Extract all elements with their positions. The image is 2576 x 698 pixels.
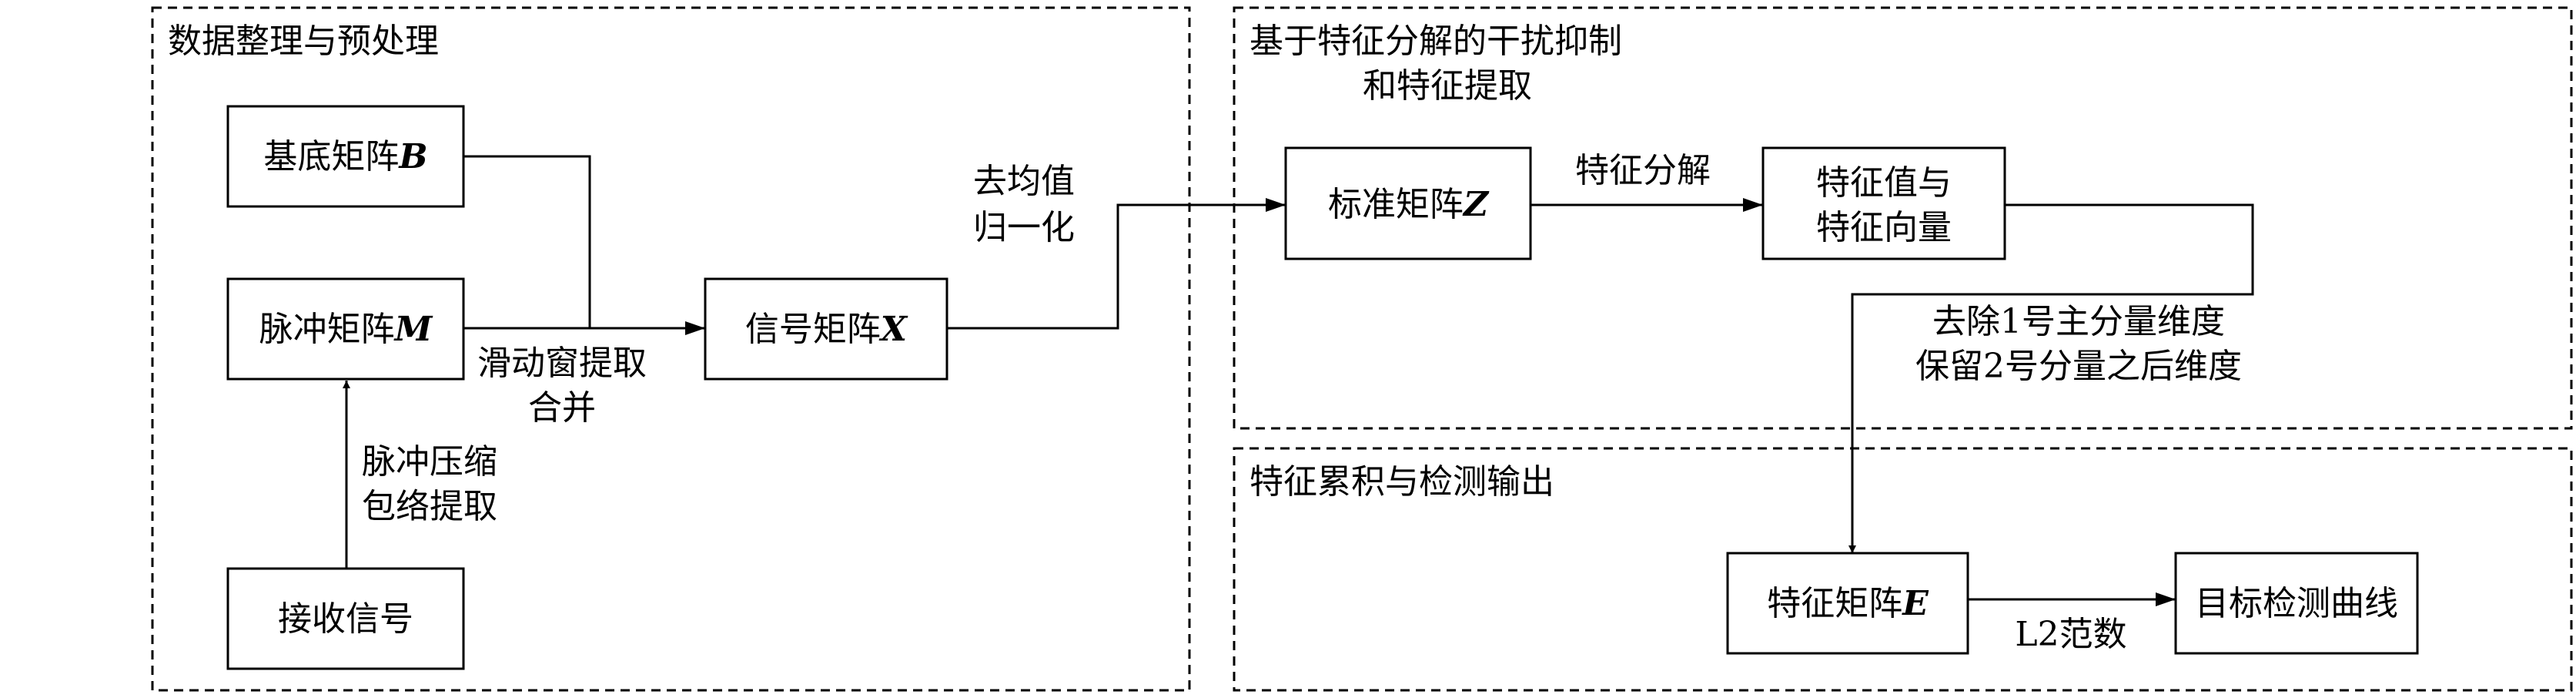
region-accumulation-title: 特征累积与检测输出	[1250, 462, 1554, 502]
edge-window-label-2: 合并	[528, 388, 596, 428]
edge-eigen-feature	[1848, 203, 2254, 553]
edge-signal-standard	[947, 198, 1286, 330]
edge-demean-label-1: 去均值	[973, 162, 1075, 201]
edge-compress-label-2: 包络提取	[362, 487, 497, 526]
region-preprocess-title: 数据整理与预处理	[168, 22, 439, 61]
box-basis-matrix-label: 基底矩阵B	[263, 137, 427, 176]
box-feature-matrix-label: 特征矩阵E	[1767, 584, 1929, 623]
edge-compress-label-1: 脉冲压缩	[362, 442, 497, 482]
box-eigen-line1: 特征值与	[1816, 163, 1952, 203]
region-suppression-subtitle: 和特征提取	[1363, 66, 1532, 106]
box-standard-matrix-label: 标准矩阵Z	[1328, 185, 1490, 224]
box-basis-matrix	[226, 105, 465, 208]
box-receive-signal	[226, 567, 465, 670]
region-suppression	[1233, 6, 2573, 430]
box-target-curve-label: 目标检测曲线	[2195, 584, 2398, 623]
connectors	[343, 155, 2254, 606]
edge-window-label-1: 滑动窗提取	[477, 344, 647, 383]
region-preprocess	[151, 6, 1191, 692]
edge-decompose-label: 特征分解	[1575, 151, 1711, 190]
box-pulse-matrix	[226, 277, 465, 381]
box-standard-matrix	[1284, 146, 1532, 260]
edge-select-label-2: 保留2号分量之后维度	[1915, 347, 2242, 386]
edge-select-label-1: 去除1号主分量维度	[1932, 302, 2225, 341]
region-suppression-title: 基于特征分解的干扰抑制	[1250, 22, 1622, 61]
edge-basis-merge	[463, 155, 591, 328]
box-target-curve	[2174, 552, 2419, 655]
box-receive-signal-label: 接收信号	[278, 599, 413, 639]
box-eigen	[1761, 146, 2006, 260]
box-signal-matrix	[704, 277, 948, 381]
box-eigen-line2: 特征向量	[1816, 208, 1952, 247]
box-pulse-matrix-label: 脉冲矩阵M	[259, 310, 433, 349]
box-signal-matrix-label: 信号矩阵X	[745, 310, 908, 349]
box-feature-matrix	[1726, 552, 1969, 655]
edge-demean-label-2: 归一化	[973, 208, 1075, 247]
region-accumulation	[1233, 447, 2573, 692]
edge-norm-label: L2范数	[2015, 615, 2126, 654]
